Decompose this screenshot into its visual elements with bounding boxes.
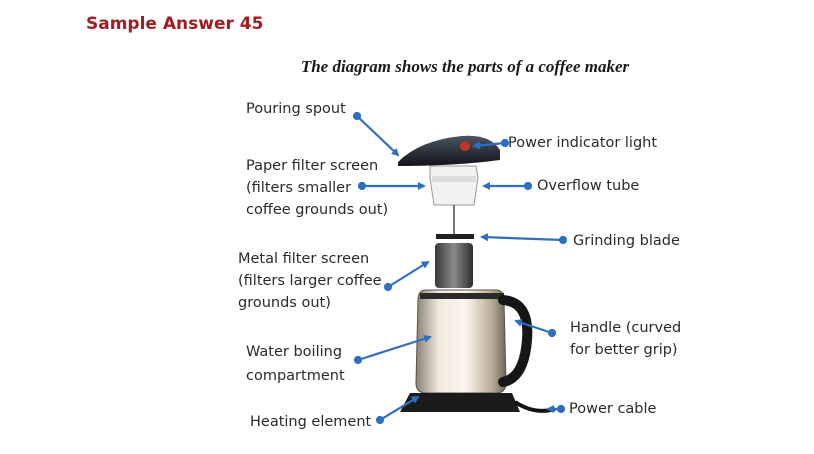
base: [400, 393, 520, 412]
label-grinding-blade: Grinding blade: [573, 233, 680, 249]
label-power-cable: Power cable: [569, 401, 657, 417]
page-heading: Sample Answer 45: [86, 14, 264, 34]
paper-filter-screen: [429, 165, 479, 234]
label-metal-filter-line1: Metal filter screen: [238, 251, 370, 267]
kettle-body: [415, 289, 507, 394]
power-indicator-light: [460, 141, 470, 151]
label-water-boiling-line2: compartment: [246, 368, 345, 384]
lid: [398, 135, 500, 166]
label-paper-filter-line1: Paper filter screen: [246, 158, 379, 174]
label-heating-element: Heating element: [250, 414, 372, 430]
grinding-blade: [436, 234, 474, 239]
label-power-indicator-light: Power indicator light: [508, 135, 658, 151]
label-metal-filter-line3: grounds out): [238, 295, 331, 311]
diagram-caption: The diagram shows the parts of a coffee …: [300, 57, 630, 76]
label-handle-line2: for better grip): [570, 342, 678, 358]
metal-filter-screen: [435, 243, 473, 288]
label-metal-filter-line2: (filters larger coffee: [238, 273, 382, 289]
label-water-boiling-line1: Water boiling: [246, 344, 343, 360]
handle: [498, 295, 533, 387]
label-overflow-tube: Overflow tube: [537, 178, 640, 194]
label-handle-line1: Handle (curved: [570, 320, 682, 336]
label-paper-filter-line3: coffee grounds out): [246, 202, 389, 218]
label-paper-filter-line2: (filters smaller: [246, 180, 352, 196]
label-pouring-spout: Pouring spout: [246, 101, 346, 117]
